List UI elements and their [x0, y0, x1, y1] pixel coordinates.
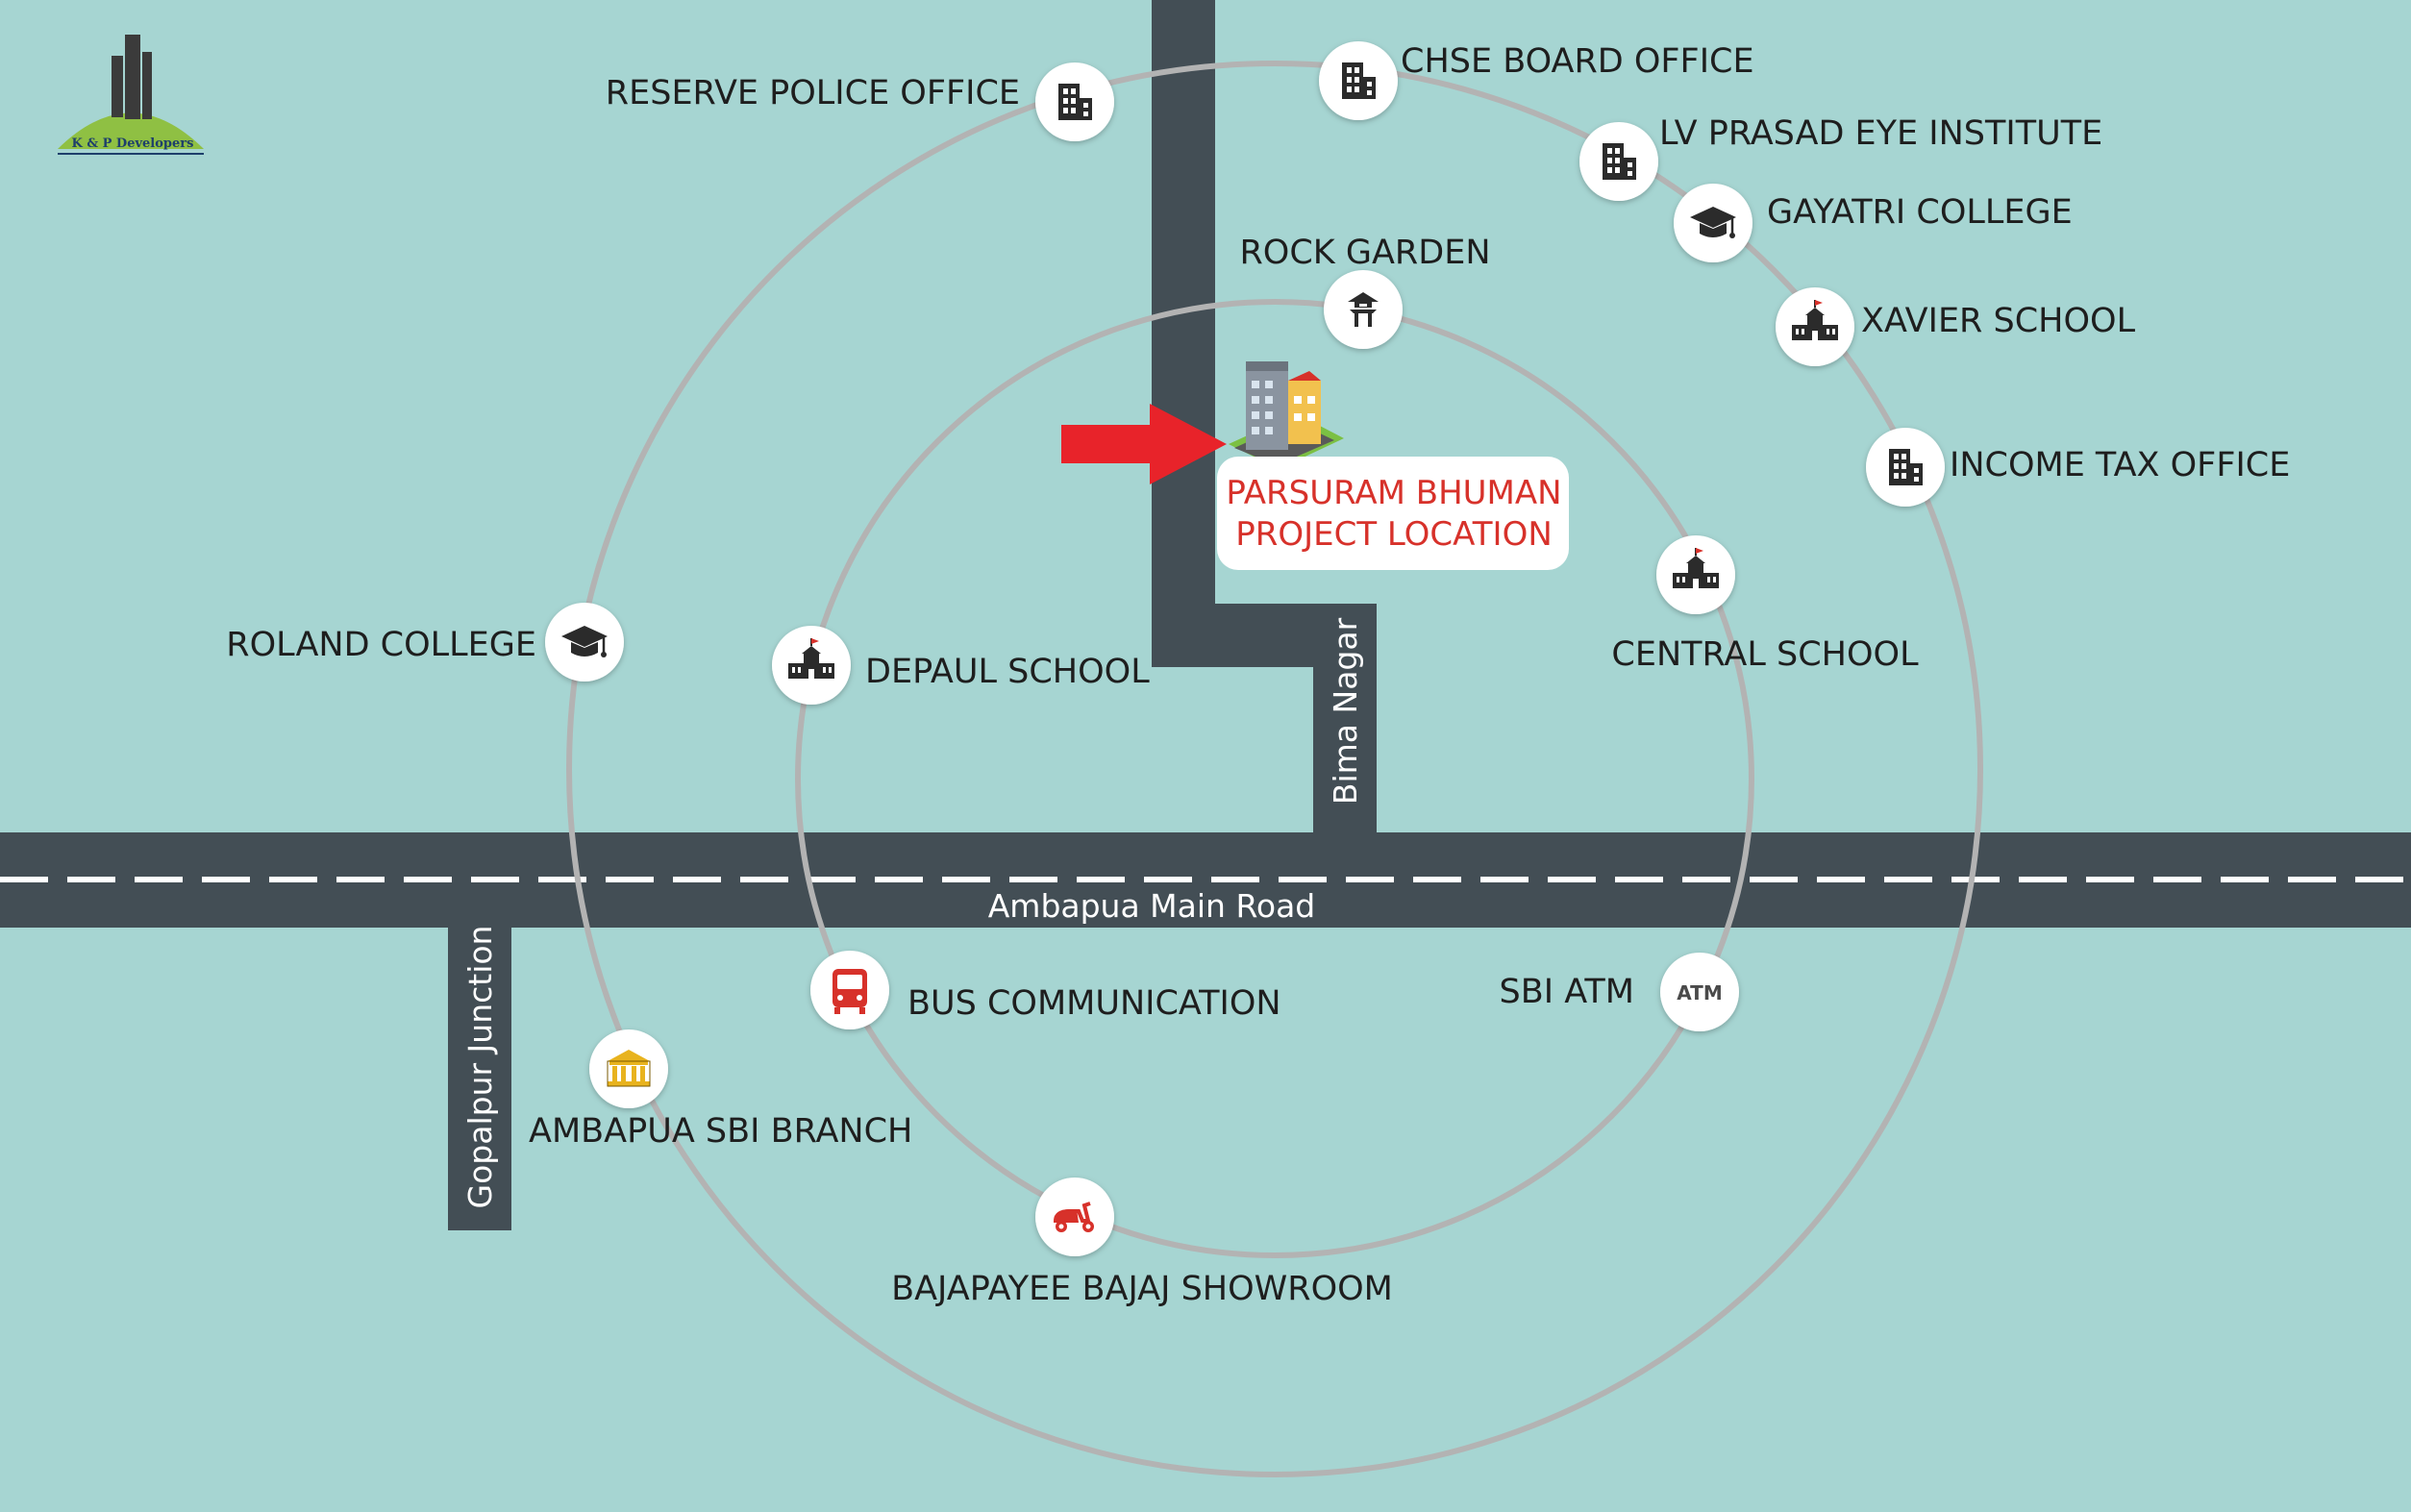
landmark-roland-college[interactable]: ROLAND COLLEGE — [226, 603, 624, 682]
inner-radius-ring — [795, 299, 1754, 1258]
landmark-label: RESERVE POLICE OFFICE — [606, 74, 1020, 112]
landmark-reserve-police-office[interactable]: RESERVE POLICE OFFICE — [606, 62, 1114, 141]
road-bima-nagar — [1313, 604, 1377, 834]
developer-logo: K & P Developers — [58, 35, 204, 155]
landmark-income-tax-office[interactable]: INCOME TAX OFFICE — [1866, 428, 2290, 507]
landmark-label: XAVIER SCHOOL — [1861, 302, 2136, 340]
road-ambapua-main — [0, 832, 2411, 928]
landmark-label: GAYATRI COLLEGE — [1767, 193, 2073, 232]
landmark-label: ROCK GARDEN — [1239, 234, 1490, 272]
logo-text: K & P Developers — [72, 136, 194, 151]
landmark-label: SBI ATM — [1500, 973, 1634, 1011]
road-label-ambapua: Ambapua Main Road — [988, 887, 1316, 925]
landmark-rock-garden[interactable]: ROCK GARDEN — [1239, 234, 1491, 349]
project-marker[interactable]: PARSURAM BHUMAN PROJECT LOCATION — [1061, 361, 1569, 570]
landmark-central-school[interactable]: CENTRAL SCHOOL — [1611, 535, 1919, 674]
landmark-chse-board-office[interactable]: CHSE BOARD OFFICE — [1319, 41, 1754, 120]
road-label-gopalpur: Gopalpur Junction — [461, 926, 499, 1209]
landmark-label: INCOME TAX OFFICE — [1950, 446, 2290, 484]
landmark-bus-communication[interactable]: BUS COMMUNICATION — [810, 951, 1281, 1029]
landmark-depaul-school[interactable]: DEPAUL SCHOOL — [772, 626, 1150, 705]
landmark-label: CHSE BOARD OFFICE — [1401, 42, 1754, 81]
landmark-lv-prasad-eye-institute[interactable]: LV PRASAD EYE INSTITUTE — [1579, 114, 2102, 201]
outer-radius-ring — [566, 61, 1983, 1477]
landmark-label: AMBAPUA SBI BRANCH — [529, 1112, 912, 1151]
bus-icon — [833, 969, 867, 1014]
landmark-sbi-atm[interactable]: ATM SBI ATM — [1500, 953, 1739, 1031]
landmark-label: BUS COMMUNICATION — [907, 984, 1281, 1023]
landmark-bajapayee-bajaj-showroom[interactable]: BAJAPAYEE BAJAJ SHOWROOM — [891, 1177, 1393, 1308]
atm-icon: ATM — [1677, 981, 1722, 1004]
roads — [0, 0, 2411, 1230]
landmark-label: BAJAPAYEE BAJAJ SHOWROOM — [891, 1270, 1393, 1308]
landmark-label: CENTRAL SCHOOL — [1611, 635, 1919, 674]
landmark-xavier-school[interactable]: XAVIER SCHOOL — [1776, 287, 2136, 366]
project-name: PARSURAM BHUMAN — [1226, 474, 1561, 512]
project-label-box — [1217, 457, 1569, 570]
landmark-label: DEPAUL SCHOOL — [865, 653, 1150, 691]
road-north — [1152, 0, 1215, 646]
road-gopalpur — [448, 927, 511, 1230]
building-icon — [1229, 361, 1344, 469]
road-label-bima-nagar: Bima Nagar — [1327, 617, 1364, 805]
landmark-ambapua-sbi-branch[interactable]: AMBAPUA SBI BRANCH — [529, 1029, 912, 1151]
arrow-right-icon — [1061, 404, 1227, 484]
landmark-label: LV PRASAD EYE INSTITUTE — [1659, 114, 2102, 153]
project-subtitle: PROJECT LOCATION — [1235, 515, 1553, 554]
landmark-label: ROLAND COLLEGE — [226, 626, 536, 664]
landmark-gayatri-college[interactable]: GAYATRI COLLEGE — [1674, 184, 2073, 262]
